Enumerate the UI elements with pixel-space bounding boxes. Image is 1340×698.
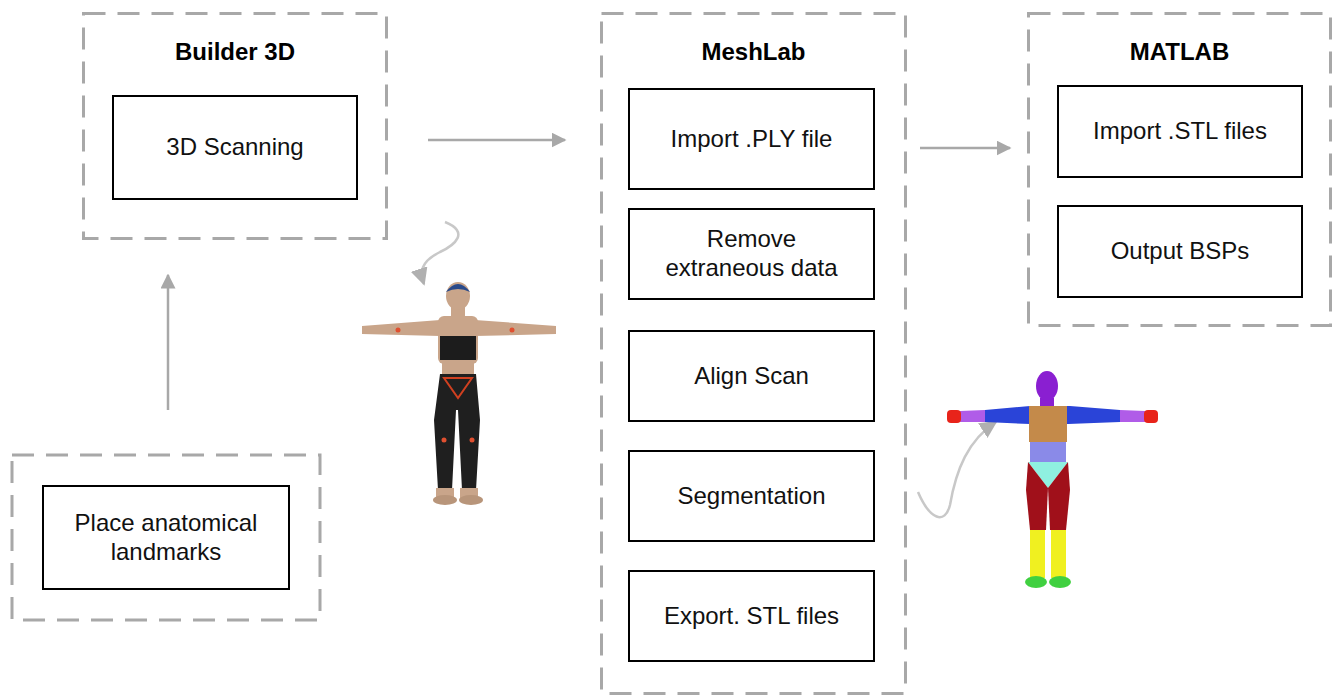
- process-box: Remove extraneous data: [628, 208, 875, 300]
- step-label: 3D Scanning: [166, 133, 303, 162]
- step-label: Remove extraneous data: [650, 225, 853, 283]
- process-box: 3D Scanning: [112, 95, 358, 200]
- step-label: Import .PLY file: [671, 125, 833, 154]
- step-label: Segmentation: [677, 482, 825, 511]
- leader-arrow: [918, 422, 996, 517]
- tool-group: Builder 3D 3D Scanning: [82, 12, 388, 240]
- group-heading: MATLAB: [1027, 38, 1332, 66]
- process-box: Output BSPs: [1057, 205, 1303, 298]
- process-box: Import .STL files: [1057, 85, 1303, 178]
- process-box: Place anatomical landmarks: [42, 485, 290, 590]
- dashed-frame: [12, 455, 320, 620]
- step-label: Align Scan: [694, 362, 809, 391]
- flow-arrow: [428, 139, 565, 142]
- group-heading: MeshLab: [600, 38, 907, 66]
- step-label: Import .STL files: [1093, 117, 1267, 146]
- step-label: Place anatomical landmarks: [64, 509, 268, 567]
- flow-arrow: [920, 147, 1010, 150]
- segmented-body-figure: [947, 371, 1158, 588]
- scanned-body-figure: [362, 282, 556, 505]
- process-box: Align Scan: [628, 330, 875, 422]
- process-box: Export. STL files: [628, 570, 875, 662]
- process-box: Segmentation: [628, 450, 875, 542]
- tool-group: MeshLabImport .PLY fileRemove extraneous…: [600, 12, 907, 695]
- flow-arrow: [167, 275, 170, 410]
- step-label: Export. STL files: [664, 602, 839, 631]
- tool-group: MATLAB Import .STL filesOutput BSPs: [1027, 12, 1332, 327]
- group-heading: Builder 3D: [82, 38, 388, 66]
- step-label: Output BSPs: [1111, 237, 1250, 266]
- process-box: Import .PLY file: [628, 88, 875, 190]
- leader-arrow: [422, 222, 458, 284]
